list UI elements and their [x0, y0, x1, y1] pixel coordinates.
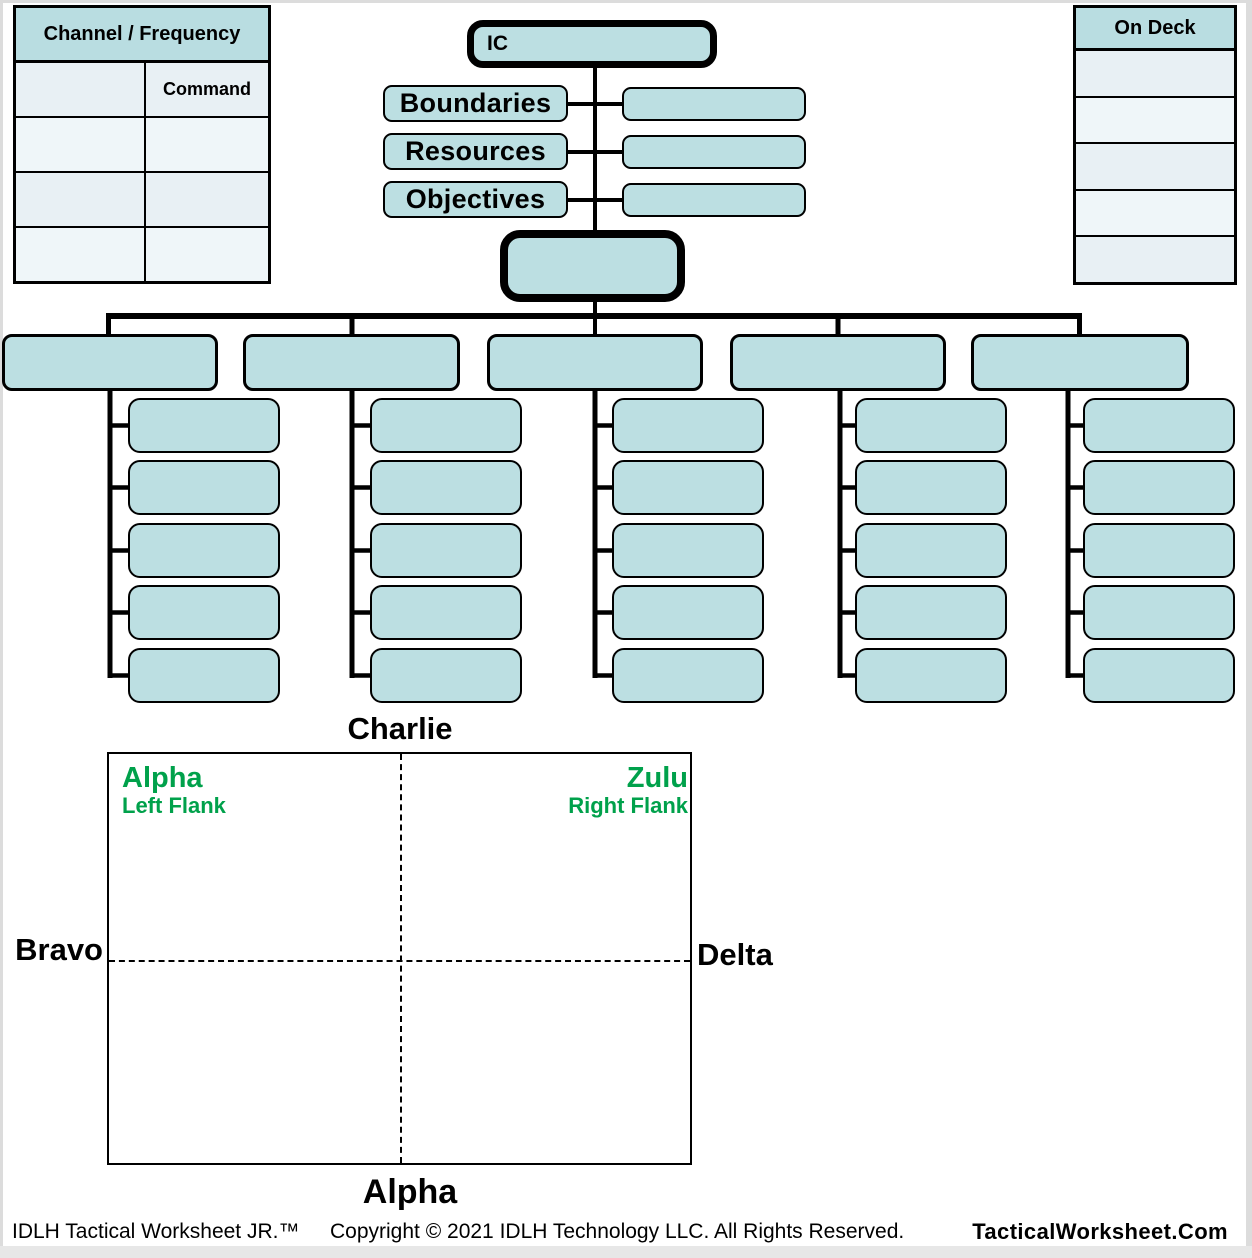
side-row-connectors [564, 102, 628, 202]
boundaries-field[interactable] [622, 87, 806, 121]
unit-box[interactable] [370, 523, 522, 578]
resources-field[interactable] [622, 135, 806, 169]
objectives-label: Objectives [383, 181, 568, 218]
division-box-3[interactable] [487, 334, 703, 391]
command-cell[interactable]: Command [144, 63, 268, 116]
unit-box[interactable] [370, 648, 522, 703]
channel-cell[interactable] [16, 118, 144, 171]
side-delta-label: Delta [697, 937, 773, 972]
flank-zulu-name: Zulu [626, 762, 688, 794]
quadrant-horizontal-divider [109, 960, 690, 962]
flank-alpha-sub: Left Flank [122, 793, 226, 818]
building-quadrant-canvas[interactable] [107, 752, 692, 1165]
unit-box[interactable] [855, 460, 1007, 515]
unit-box[interactable] [128, 398, 280, 453]
assignment-cell[interactable] [144, 173, 268, 226]
on-deck-table: On Deck [1073, 5, 1237, 285]
frame-edge-right [1246, 0, 1252, 1258]
brand-wordmark: TacticalWorksheet.Com [972, 1219, 1228, 1244]
unit-box[interactable] [370, 585, 522, 640]
division-box-4[interactable] [730, 334, 946, 391]
unit-box[interactable] [855, 648, 1007, 703]
resources-label: Resources [383, 133, 568, 170]
ic-label: IC [487, 32, 508, 55]
channel-frequency-header: Channel / Frequency [16, 8, 268, 63]
on-deck-slot[interactable] [1076, 190, 1234, 238]
unit-box[interactable] [370, 460, 522, 515]
division-box-1[interactable] [2, 334, 218, 391]
table-row: Command [16, 63, 268, 118]
product-name: IDLH Tactical Worksheet JR.™ [12, 1220, 300, 1243]
unit-box[interactable] [612, 585, 764, 640]
footer: IDLH Tactical Worksheet JR.™ Copyright ©… [0, 1219, 1252, 1246]
flank-zulu-sub: Right Flank [568, 793, 688, 818]
table-row [16, 118, 268, 173]
division-box-2[interactable] [243, 334, 460, 391]
unit-box[interactable] [1083, 398, 1235, 453]
flank-alpha-name: Alpha [122, 762, 203, 794]
unit-box[interactable] [612, 648, 764, 703]
channel-frequency-table: Channel / Frequency Command [13, 5, 271, 284]
table-row [16, 228, 268, 281]
unit-box[interactable] [1083, 523, 1235, 578]
assignment-cell[interactable] [144, 118, 268, 171]
frame-edge-left [0, 0, 3, 1258]
unit-box[interactable] [128, 648, 280, 703]
unit-stubs-1 [108, 423, 134, 678]
on-deck-slot[interactable] [1076, 97, 1234, 145]
quadrant-vertical-divider [400, 754, 402, 1163]
channel-cell[interactable] [16, 63, 144, 116]
unit-box[interactable] [855, 398, 1007, 453]
unit-box[interactable] [855, 523, 1007, 578]
frame-edge-top [0, 0, 1252, 3]
unit-stubs-4 [838, 423, 861, 678]
channel-cell[interactable] [16, 173, 144, 226]
assignment-cell[interactable] [144, 228, 268, 281]
unit-box[interactable] [612, 460, 764, 515]
side-charlie-label: Charlie [347, 711, 453, 746]
side-alpha-label: Alpha [362, 1173, 458, 1211]
objectives-field[interactable] [622, 183, 806, 217]
unit-box[interactable] [128, 523, 280, 578]
division-spines [107, 388, 1071, 678]
command-box[interactable] [500, 230, 685, 302]
on-deck-slot[interactable] [1076, 144, 1234, 191]
boundaries-label: Boundaries [383, 85, 568, 122]
table-row [16, 173, 268, 228]
on-deck-slot[interactable] [1076, 51, 1234, 98]
trunk-stubs [106, 313, 1082, 340]
division-box-5[interactable] [971, 334, 1189, 391]
unit-stubs-3 [593, 423, 618, 678]
unit-box[interactable] [1083, 585, 1235, 640]
unit-box[interactable] [370, 398, 522, 453]
copyright-text: Copyright © 2021 IDLH Technology LLC. Al… [330, 1220, 905, 1243]
unit-stubs-5 [1066, 423, 1089, 678]
unit-box[interactable] [1083, 648, 1235, 703]
unit-box[interactable] [1083, 460, 1235, 515]
on-deck-slot[interactable] [1076, 237, 1234, 282]
channel-cell[interactable] [16, 228, 144, 281]
on-deck-header: On Deck [1076, 8, 1234, 51]
unit-box[interactable] [612, 398, 764, 453]
frame-edge-bottom [0, 1246, 1252, 1258]
unit-box[interactable] [128, 460, 280, 515]
side-bravo-label: Bravo [15, 932, 103, 967]
unit-box[interactable] [855, 585, 1007, 640]
unit-box[interactable] [128, 585, 280, 640]
unit-box[interactable] [612, 523, 764, 578]
ic-box[interactable]: IC [467, 20, 717, 68]
unit-stubs-2 [350, 423, 376, 678]
